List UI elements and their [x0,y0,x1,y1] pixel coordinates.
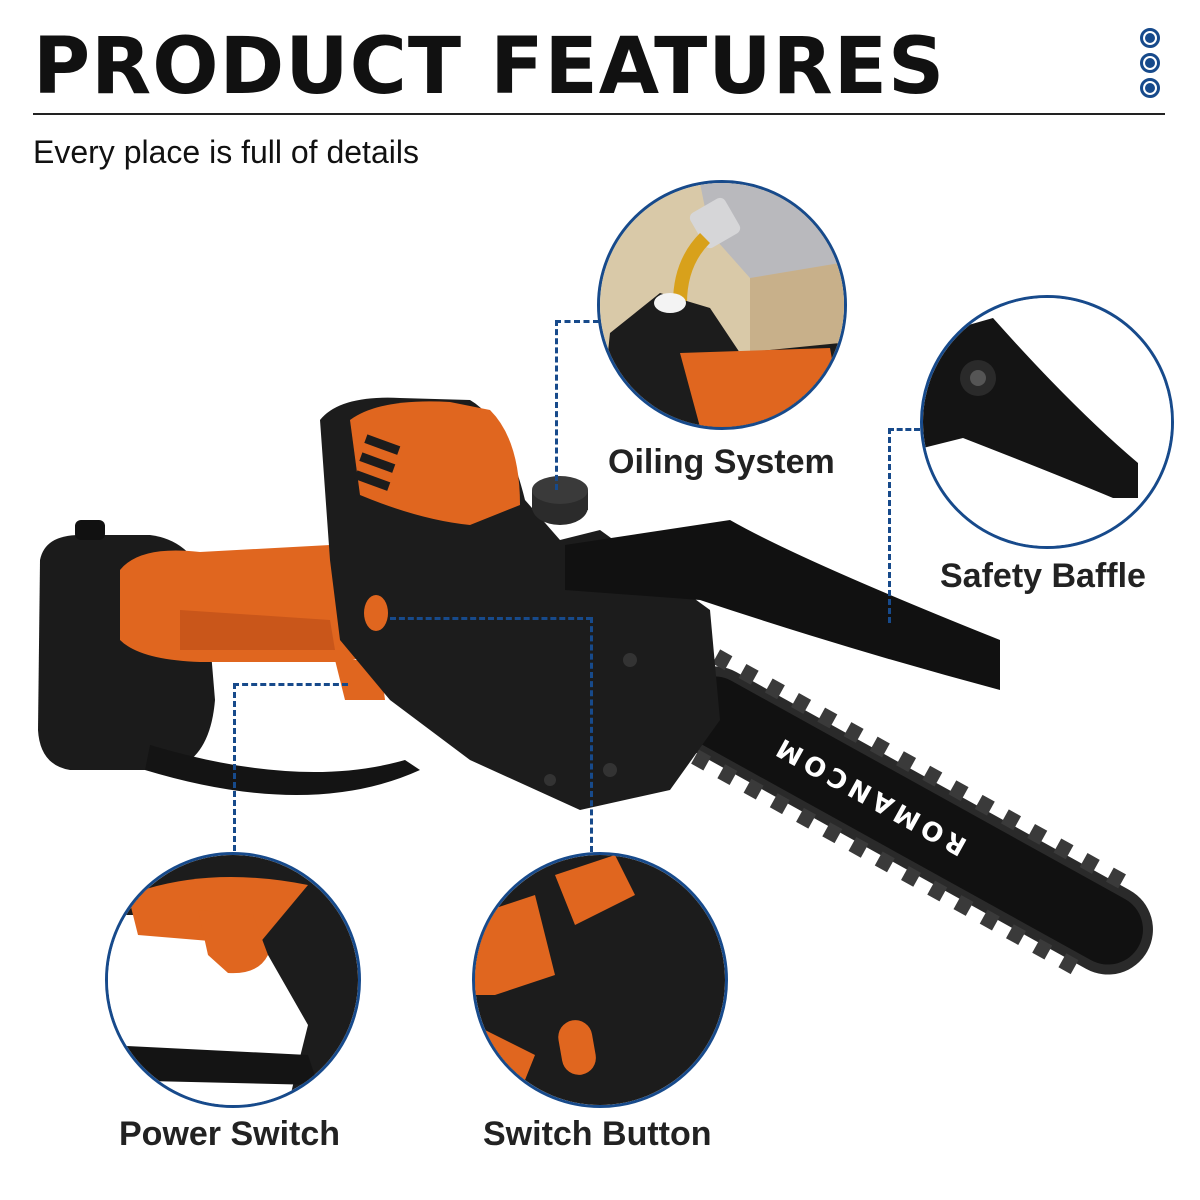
dot-icon [1140,53,1160,73]
page-subtitle: Every place is full of details [33,134,419,170]
oiling-system-label: Oiling System [608,443,835,481]
page-title: PRODUCT FEATURES [33,22,946,112]
connector-oiling-vertical [555,320,558,490]
connector-switch [390,617,592,620]
power-switch-label: Power Switch [119,1115,341,1153]
safety-baffle-label: Safety Baffle [940,557,1146,595]
menu-dots-icon[interactable] [1140,28,1168,103]
dot-icon [1140,28,1160,48]
connector-oiling [555,320,599,323]
safety-baffle-detail [920,295,1174,549]
guide-bar: ROMANCOM [664,649,1153,975]
power-switch-detail [105,852,361,1108]
connector-baffle [888,428,920,431]
dot-icon [1140,78,1160,98]
connector-baffle-vertical [888,428,891,623]
switch-button-detail [472,852,728,1108]
connector-power-vertical [233,683,236,851]
oiling-system-detail [597,180,847,430]
header-divider [33,113,1165,115]
connector-switch-vertical [590,617,593,852]
connector-power [233,683,348,686]
switch-button-label: Switch Button [483,1115,712,1153]
